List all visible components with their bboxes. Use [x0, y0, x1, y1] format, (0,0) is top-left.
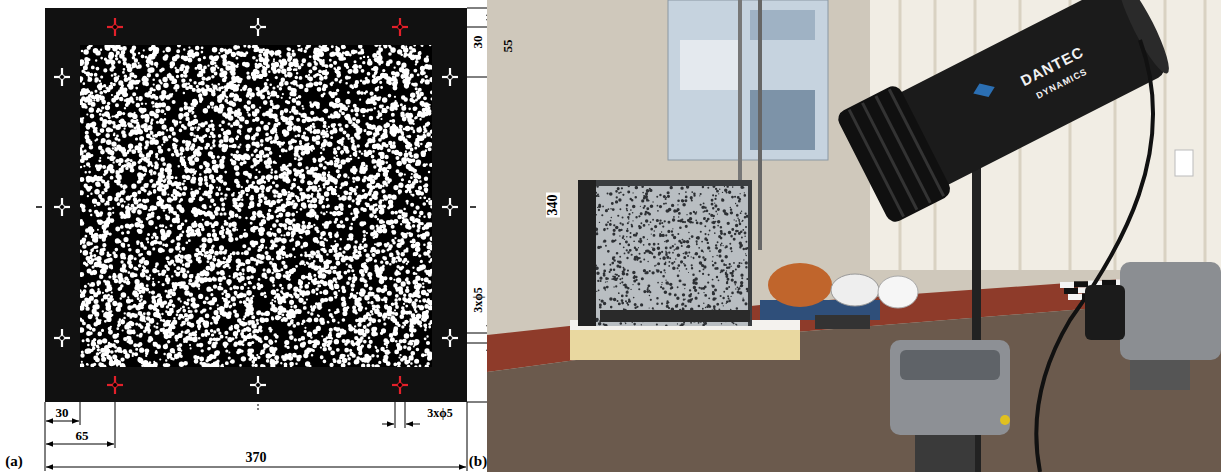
camera	[890, 340, 1010, 472]
target-mark	[54, 329, 70, 347]
box-speckle-dots	[596, 186, 748, 326]
target-mark	[54, 68, 70, 86]
light-source	[835, 0, 1181, 225]
speckle-dots	[80, 45, 432, 367]
centre-tick	[36, 206, 42, 208]
checker-cell	[1074, 281, 1088, 287]
target-plate	[36, 8, 476, 412]
target-mark	[107, 376, 123, 394]
rod	[758, 0, 762, 250]
target-mark	[250, 18, 266, 36]
panel-letter: (a)	[5, 454, 23, 469]
dimension-value: 55	[501, 40, 514, 53]
target-mark	[392, 376, 408, 394]
checker-cell	[1068, 294, 1082, 300]
panel-letter: (b)	[469, 454, 487, 469]
helmet	[831, 274, 879, 306]
foam-block	[570, 326, 800, 360]
target-mark	[442, 68, 458, 86]
centre-tick	[258, 404, 259, 412]
dimension-value: 30	[471, 36, 484, 49]
hole-callout: 3xϕ5	[425, 407, 455, 419]
dimension-lines	[45, 8, 546, 471]
plate-frame	[45, 8, 467, 402]
box-side	[578, 180, 596, 326]
dimension-value: 370	[244, 451, 269, 465]
target-mark	[442, 329, 458, 347]
poster-figure	[680, 40, 740, 90]
target-mark	[392, 18, 408, 36]
speckle-pattern	[80, 45, 432, 367]
box-base	[600, 310, 750, 322]
checker-cell	[1064, 288, 1078, 294]
camera	[1085, 262, 1221, 390]
box-speckle	[596, 186, 748, 326]
target-mark	[54, 198, 70, 216]
lab-photo	[487, 0, 1221, 472]
hole-callout: 3xϕ5	[472, 285, 484, 315]
dimension-value: 65	[76, 429, 89, 442]
calibration-plate	[815, 315, 870, 329]
target-mark	[107, 18, 123, 36]
dimension-value: 340	[546, 193, 560, 218]
target-marks	[54, 18, 458, 394]
wall-socket	[1175, 150, 1193, 176]
cable	[1036, 40, 1153, 472]
checker-cell	[1060, 282, 1074, 288]
target-mark	[442, 198, 458, 216]
centre-tick	[470, 206, 476, 208]
helmet	[878, 276, 918, 308]
dimension-value: 30	[56, 406, 69, 419]
target-mark	[250, 376, 266, 394]
poster	[668, 0, 828, 160]
pumpkin	[768, 263, 832, 307]
